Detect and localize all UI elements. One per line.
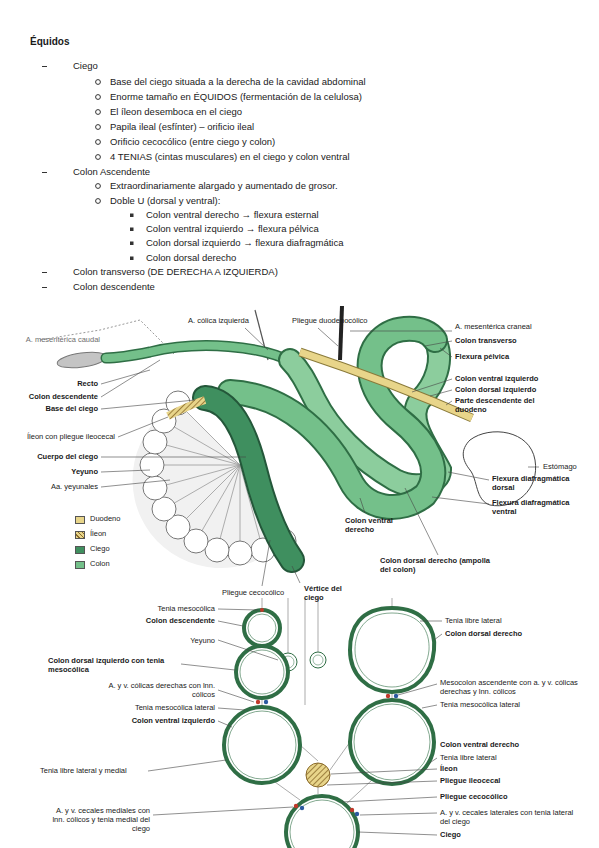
list-item: Ciego [73, 60, 98, 71]
part-label: Mesocolon ascendente con a. y v. cólicas… [440, 678, 585, 696]
legend-swatch [75, 531, 85, 539]
part-label: Pliegue cecocólico [440, 792, 508, 801]
list-item: 4 TENIAS (cintas musculares) en el ciego… [110, 151, 350, 162]
part-label: Tenia mesocólica lateral [135, 703, 215, 712]
part-label: Pliegue ileocecal [440, 776, 500, 785]
part-label: Tenia libre lateral [440, 753, 497, 762]
part-label: Flexura diafragmática ventral [492, 498, 587, 516]
part-label: Aa. yeyunales [51, 482, 98, 491]
legend-row: Colon [75, 559, 145, 571]
part-label: Pliegue cecocólico [222, 588, 284, 597]
part-label: Colon dorsal derecho (ampolla del colon) [380, 556, 492, 574]
list-item: Colon descendente [73, 281, 155, 292]
list-item: Colon ventral derecho → flexura esternal [146, 209, 319, 220]
leader-lines [101, 328, 539, 586]
legend-swatch [75, 561, 85, 569]
list-item: Enorme tamaño en ÉQUIDOS (fermentación d… [110, 91, 362, 102]
part-label: A. cólica izquierda [188, 316, 249, 325]
part-label: Tenia libre lateral [445, 616, 502, 625]
part-label: Colon dorsal izquierdo [455, 385, 536, 394]
part-label: A. y v. cecales laterales con tenia late… [440, 808, 575, 826]
part-label: Flexura pélvica [455, 352, 509, 361]
part-label: Colon descendente [29, 392, 98, 401]
part-label: Íleon [440, 764, 458, 773]
part-label: Estómago [543, 462, 577, 471]
legend-text: Duodeno [90, 514, 120, 523]
part-label: Cuerpo del ciego [37, 452, 98, 461]
part-label: A. y v. cólicas derechas con lnn. cólico… [103, 681, 215, 699]
part-label: Colon ventral izquierdo [455, 374, 538, 383]
part-label: Colon dorsal izquierdo con tenia mesocól… [48, 656, 178, 674]
legend-text: Ciego [90, 544, 110, 553]
duodenum [300, 352, 472, 418]
list-item: Colon transverso (DE DERECHA A IZQUIERDA… [73, 266, 278, 277]
part-label: A. mesentérica caudal [26, 335, 100, 344]
list-item: Extraordinariamente alargado y aumentado… [110, 180, 338, 191]
mesentery-fan [133, 391, 296, 568]
list-item: El íleon desemboca en el ciego [110, 106, 242, 117]
list-item: Colon Ascendente [73, 166, 150, 177]
legend-swatch [75, 516, 85, 524]
list-item: Colon dorsal izquierdo → flexura diafrag… [146, 237, 344, 248]
part-label: Flexura diafragmática dorsal [492, 474, 587, 492]
list-item: Papila ileal (esfínter) – orificio ileal [110, 121, 254, 132]
list-item: Colon ventral izquierdo → flexura pélvic… [146, 223, 319, 234]
part-label: Colon descendente [146, 616, 215, 625]
list-item: Doble U (dorsal y ventral): [110, 195, 220, 206]
part-label: Base del ciego [45, 404, 98, 413]
stomach [463, 432, 535, 506]
list-item: Base del ciego situada a la derecha de l… [110, 76, 366, 87]
part-label: Yeyuno [71, 467, 98, 476]
legend-text: Íleon [90, 529, 106, 538]
part-label: Tenia mesocólica [157, 604, 215, 613]
part-label: Tenia libre lateral y medial [40, 766, 127, 775]
ileum-section [306, 763, 330, 787]
part-label: Parte descendente del duodeno [455, 396, 565, 414]
part-label: Pliegue duodenocólico [292, 316, 367, 325]
bullets-square [130, 214, 134, 261]
list-item: Colon dorsal derecho [146, 252, 236, 263]
part-label: Colon ventral izquierdo [132, 716, 215, 725]
part-label: Recto [77, 379, 98, 388]
cecum [205, 398, 292, 560]
part-label: Colon dorsal derecho [445, 629, 522, 638]
legend-row: Ciego [75, 544, 145, 556]
colon-descending [106, 346, 292, 362]
part-label: Íleon con pliegue ileocecal [27, 432, 115, 441]
list-item: Orificio cecocólico (entre ciego y colon… [110, 136, 275, 147]
rectum [56, 350, 107, 371]
ileum [168, 400, 205, 416]
legend-swatch [75, 546, 85, 554]
part-label: Colon ventral derecho [440, 740, 519, 749]
legend-row: Íleon [75, 529, 145, 541]
part-label: Yeyuno [190, 636, 215, 645]
part-label: A. y v. cecales mediales con lnn. cólico… [50, 806, 150, 833]
part-label: Colon ventral derecho [345, 516, 397, 534]
part-label: Vértice del ciego [304, 584, 352, 602]
part-label: Ciego [440, 830, 461, 839]
page-title: Équidos [30, 36, 69, 48]
part-label: A. mesentérica craneal [455, 322, 532, 331]
legend-text: Colon [90, 559, 110, 568]
part-label: Tenia mesocólica lateral [440, 700, 520, 709]
legend-row: Duodeno [75, 514, 145, 526]
cross-sections [224, 608, 434, 848]
part-label: Colon transverso [455, 336, 517, 345]
